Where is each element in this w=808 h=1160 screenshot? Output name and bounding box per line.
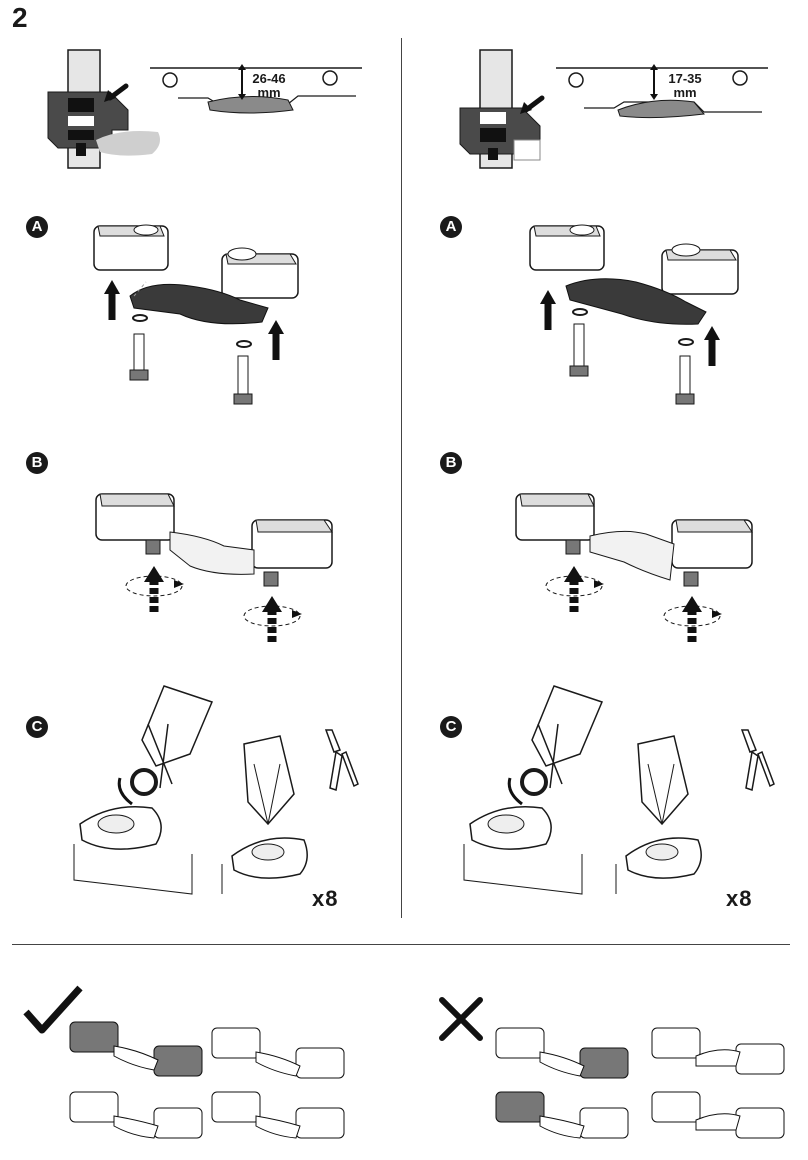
incorrect-example-3 (495, 1091, 629, 1139)
right-sub-step-c-label: C (440, 716, 462, 738)
left-assembly-illustration (95, 493, 333, 642)
right-bar-profile-illustration (556, 64, 768, 119)
left-bar-profile-illustration (150, 64, 362, 114)
left-range-unit: mm (257, 85, 281, 100)
left-sub-step-a-label: A (26, 216, 48, 238)
left-adjust-gauge-illustration (47, 49, 160, 169)
left-pliers-icon (324, 729, 359, 791)
cross-mark-icon (439, 997, 483, 1041)
right-disassembly-illustration (529, 224, 739, 405)
left-pointer-arrow-icon (104, 83, 129, 102)
right-range-unit: mm (673, 85, 697, 100)
incorrect-example-1 (495, 1027, 629, 1079)
left-disassembly-illustration (93, 224, 299, 405)
left-sub-step-b-label: B (26, 452, 48, 474)
correct-example-4 (211, 1091, 345, 1139)
right-repeat-count: x8 (726, 886, 753, 911)
right-pliers-icon (740, 729, 775, 791)
right-circlip-install-illustration (463, 685, 702, 895)
left-repeat-count: x8 (312, 886, 339, 911)
correct-example-2 (211, 1027, 345, 1079)
vertical-divider (401, 38, 402, 918)
right-sub-step-b-label: B (440, 452, 462, 474)
horizontal-divider (12, 944, 790, 945)
check-mark-icon (23, 985, 83, 1034)
step-number: 2 (12, 2, 28, 33)
left-range-value: 26-46 (252, 71, 286, 86)
right-range-value: 17-35 (668, 71, 702, 86)
right-pointer-arrow-icon (520, 95, 545, 114)
correct-example-3 (69, 1091, 203, 1139)
incorrect-example-4 (651, 1091, 785, 1139)
right-assembly-illustration (515, 493, 753, 642)
right-sub-step-a-label: A (440, 216, 462, 238)
left-sub-step-c-label: C (26, 716, 48, 738)
left-circlip-install-illustration (73, 685, 308, 895)
right-adjust-gauge-illustration (459, 49, 541, 169)
incorrect-example-2 (651, 1027, 785, 1075)
correct-example-1 (69, 1021, 203, 1077)
